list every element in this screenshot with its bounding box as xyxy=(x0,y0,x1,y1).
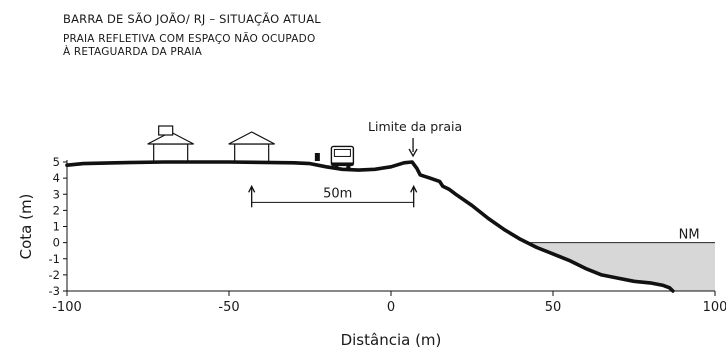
diagram-header: BARRA DE SÃO JOÃO/ RJ – SITUAÇÃO ATUAL P… xyxy=(63,12,321,59)
x-tick-label: 50 xyxy=(545,300,562,315)
diagram-subtitle-line-1: PRAIA REFLETIVA COM ESPAÇO NÃO OCUPADO xyxy=(63,33,316,45)
y-axis-label: Cota (m) xyxy=(17,194,35,260)
scale-bar-arrow-head xyxy=(410,184,418,193)
bus-window xyxy=(333,148,351,157)
house-icon xyxy=(147,125,194,163)
scale-bar-label: 50m xyxy=(323,186,352,201)
y-tick-label: 4 xyxy=(53,171,60,185)
x-tick-label: -50 xyxy=(218,300,239,315)
x-axis-label: Distância (m) xyxy=(341,331,442,349)
y-tick-label: 2 xyxy=(53,203,60,217)
car-icon xyxy=(314,153,320,161)
chimney xyxy=(158,125,174,136)
bus-bumper xyxy=(331,162,354,166)
house-wall xyxy=(153,143,189,163)
x-tick-label: 100 xyxy=(703,300,726,315)
house-roof xyxy=(147,131,194,145)
sea-level-label: NM xyxy=(679,228,700,243)
x-tick-label: -100 xyxy=(52,300,82,315)
y-tick-label: -2 xyxy=(49,268,60,282)
scale-bar-arrow-head xyxy=(248,184,256,193)
beach-limit-arrow-head xyxy=(408,148,418,158)
bus-icon xyxy=(330,145,355,170)
y-tick-label: -3 xyxy=(49,284,60,298)
water-area xyxy=(527,242,715,291)
diagram-title: BARRA DE SÃO JOÃO/ RJ – SITUAÇÃO ATUAL xyxy=(63,12,321,26)
y-tick-label: 1 xyxy=(53,220,60,234)
diagram-subtitle-line-2: À RETAGUARDA DA PRAIA xyxy=(63,46,203,58)
beach-limit-label: Limite da praia xyxy=(368,119,462,134)
y-tick-label: -1 xyxy=(49,252,60,266)
x-tick-label: 0 xyxy=(387,300,395,315)
house-roof xyxy=(228,131,275,145)
house-wall xyxy=(234,143,270,163)
y-tick-label: 0 xyxy=(53,236,60,250)
beach-profile-line xyxy=(65,160,675,293)
y-tick-label: 5 xyxy=(53,155,60,169)
y-tick-label: 3 xyxy=(53,187,60,201)
house-icon xyxy=(228,131,275,163)
